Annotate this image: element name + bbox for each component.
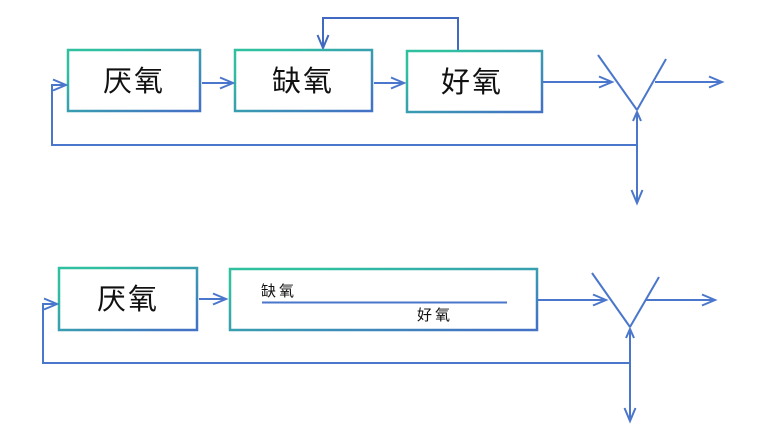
effluent-arrow bbox=[655, 75, 725, 89]
aerobic-box bbox=[405, 49, 544, 114]
combined-box-anoxic-label: 缺氧 bbox=[261, 282, 297, 300]
anoxic-to-aerobic-arrow bbox=[374, 76, 407, 90]
anoxic-box-label: 缺氧 bbox=[272, 64, 334, 98]
anaerobic-box bbox=[66, 48, 202, 113]
sludge-return-connector bbox=[51, 78, 636, 146]
recycle-loop-connector bbox=[316, 17, 459, 52]
combined-to-clarifier-arrow bbox=[538, 293, 609, 307]
right-arrowhead-icon bbox=[390, 76, 407, 90]
down-arrowhead-icon bbox=[630, 189, 644, 206]
up-arrowhead-icon bbox=[632, 109, 642, 122]
up-arrowhead-icon bbox=[625, 326, 635, 339]
anaerobic-to-anoxic-arrow bbox=[202, 76, 236, 90]
aerobic-to-clarifier-arrow bbox=[543, 75, 615, 89]
bottom-diagram: 厌氧 缺氧 好氧 bbox=[42, 266, 718, 424]
combined-box-aerobic-label: 好氧 bbox=[417, 306, 453, 324]
anaerobic-box-label: 厌氧 bbox=[103, 64, 165, 98]
effluent-arrow-2 bbox=[646, 293, 718, 307]
right-arrowhead-icon bbox=[43, 297, 60, 311]
right-arrowhead-icon bbox=[212, 292, 229, 306]
clarifier-symbol-2 bbox=[591, 272, 660, 424]
down-arrowhead-icon bbox=[316, 34, 330, 51]
top-diagram: 厌氧 缺氧 好氧 bbox=[51, 17, 725, 206]
anaerobic-to-combined-arrow bbox=[199, 292, 229, 306]
right-arrowhead-icon bbox=[592, 293, 609, 307]
aerobic-box-label: 好氧 bbox=[441, 65, 503, 99]
clarifier-symbol bbox=[597, 54, 667, 206]
down-arrowhead-icon bbox=[623, 407, 637, 424]
anaerobic-box-2-label: 厌氧 bbox=[97, 282, 159, 316]
right-arrowhead-icon bbox=[701, 293, 718, 307]
anaerobic-box-2 bbox=[57, 266, 199, 332]
right-arrowhead-icon bbox=[598, 75, 615, 89]
combined-anoxic-aerobic-box bbox=[228, 267, 539, 332]
right-arrowhead-icon bbox=[52, 78, 69, 92]
anoxic-box bbox=[233, 48, 374, 113]
right-arrowhead-icon bbox=[708, 75, 725, 89]
right-arrowhead-icon bbox=[219, 76, 236, 90]
sludge-return-connector-2 bbox=[42, 297, 630, 364]
